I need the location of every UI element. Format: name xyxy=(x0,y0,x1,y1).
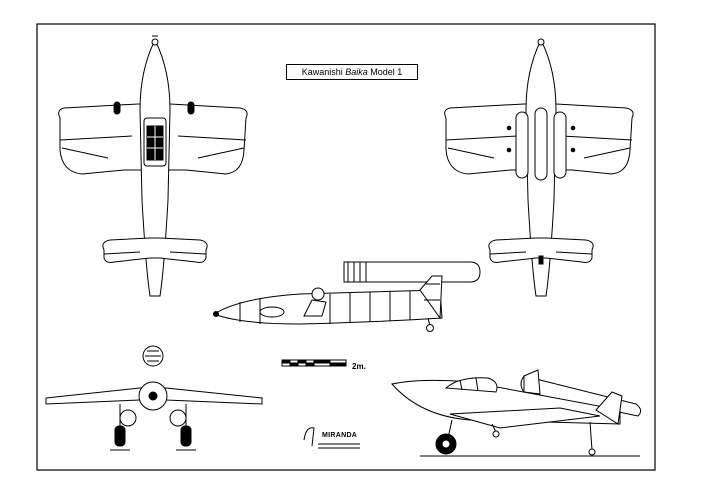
front-view xyxy=(45,345,263,451)
signature-text: MIRANDA xyxy=(322,432,358,439)
title-name: Baika xyxy=(345,67,368,77)
title-prefix: Kawanishi xyxy=(301,67,346,77)
title-suffix: Model 1 xyxy=(367,67,403,77)
perspective-view xyxy=(391,369,642,457)
bottom-view xyxy=(444,38,634,297)
top-view xyxy=(58,35,248,297)
drawing-title: Kawanishi Baika Model 1 xyxy=(286,64,418,80)
sheet-border xyxy=(36,23,656,471)
scale-bar xyxy=(281,359,347,367)
miranda-logo xyxy=(303,427,360,449)
scale-label: 2m. xyxy=(352,362,366,371)
side-cutaway xyxy=(212,261,481,332)
